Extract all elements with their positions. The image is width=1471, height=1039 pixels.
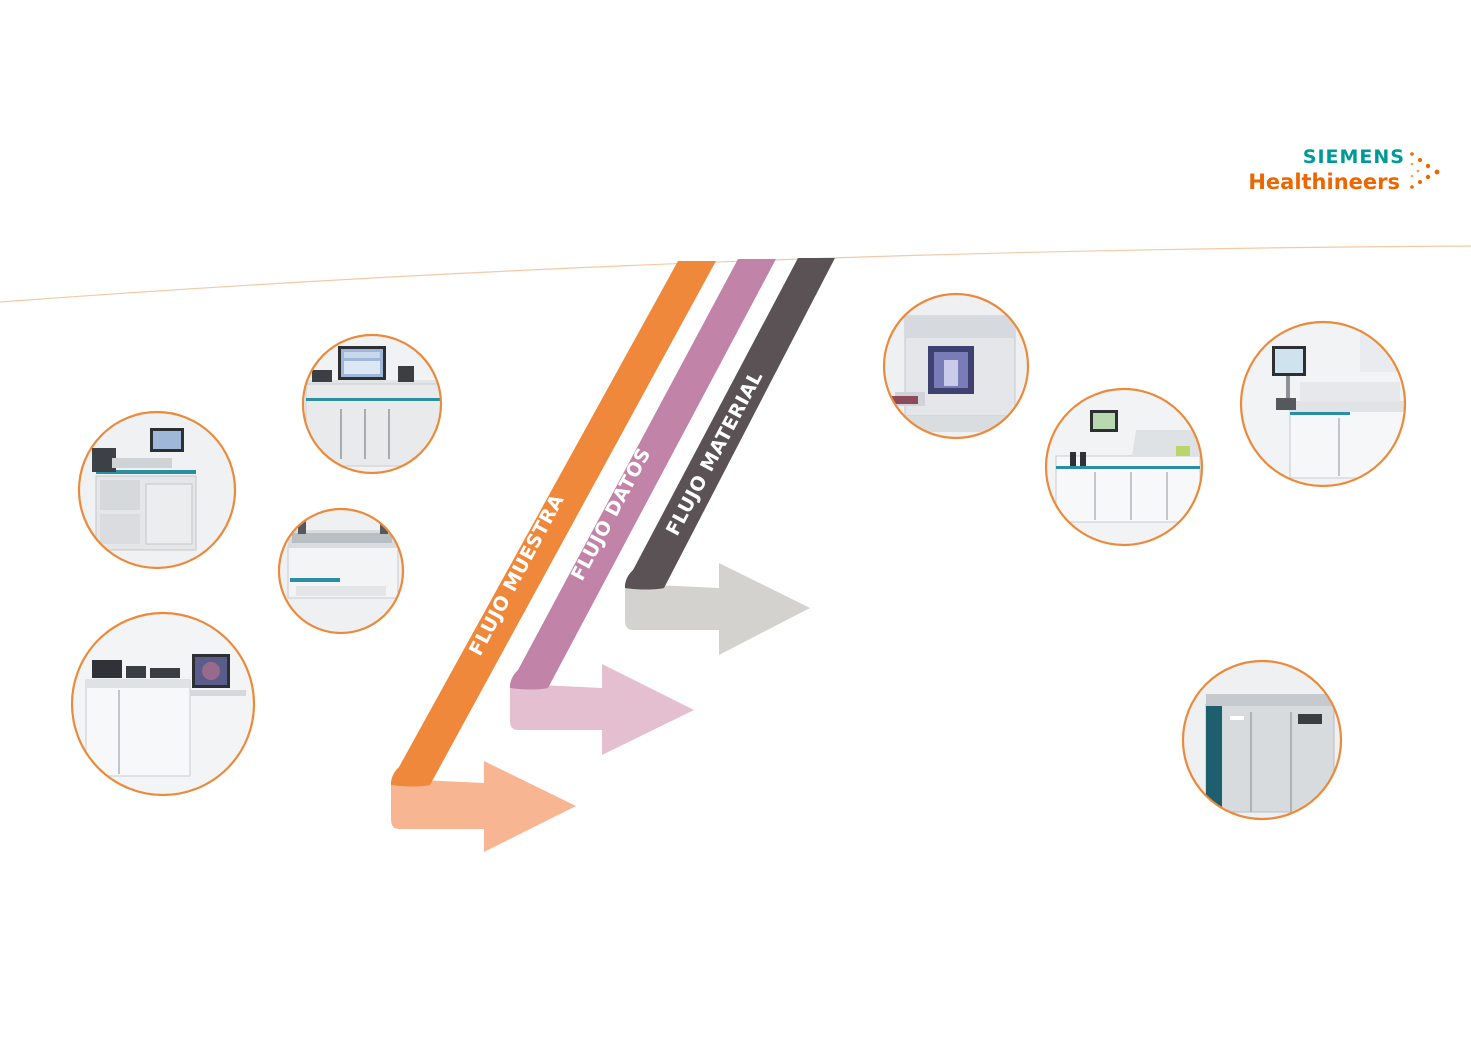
flow-datos-band: [510, 259, 776, 690]
instrument-atellica: [1181, 659, 1343, 821]
flow-muestra-arrow: [391, 761, 576, 852]
divider-line: [0, 245, 1471, 303]
instrument-sample-handler: [277, 507, 405, 635]
siemens-healthineers-logo: SIEMENS Healthineers: [1235, 146, 1450, 202]
instrument-hematology: [882, 292, 1030, 440]
instrument-analyzer-bottom-left: [70, 611, 256, 797]
flow-material-arrow: [625, 563, 810, 655]
flow-material-band: [625, 258, 835, 590]
dot-pattern-icon: [1410, 152, 1440, 189]
flow-muestra-band: [391, 261, 716, 787]
brand-division-name: Healthineers: [1248, 170, 1400, 194]
brand-company-name: SIEMENS: [1302, 146, 1405, 168]
flow-datos-arrow: [510, 664, 694, 755]
instrument-immunoassay: [1239, 320, 1407, 488]
instrument-analyzer-screen-top: [301, 333, 443, 475]
instrument-analyzer-left: [77, 410, 237, 570]
instrument-chemistry: [1044, 387, 1204, 547]
